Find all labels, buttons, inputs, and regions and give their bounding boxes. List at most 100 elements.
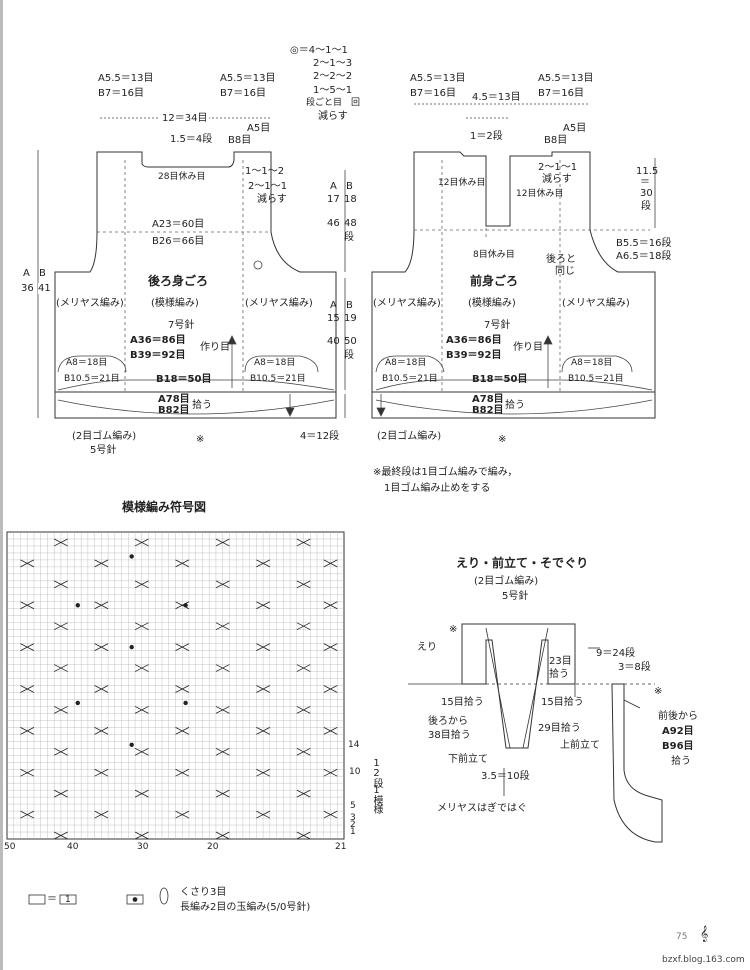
front-width-a: A36＝86目	[446, 335, 502, 346]
back-panel-right: (メリヤス編み)	[245, 298, 313, 309]
chart-x-40: 40	[67, 842, 79, 852]
collar-band-rows: 3.5＝10段	[481, 771, 530, 782]
front-rib	[371, 391, 656, 419]
front-shoulder-right-a: A5.5＝13目	[538, 73, 594, 84]
collar-pickup-15a: 15目拾う	[441, 697, 484, 708]
armhole-top-b: B	[346, 181, 353, 192]
front-neck-height-rows: 30	[640, 188, 653, 199]
page-edge	[0, 0, 3, 970]
dec-legend-6: 減らす	[318, 111, 348, 122]
back-height-b: 41	[38, 283, 51, 294]
collar-pickup-23-a: 23目	[549, 656, 572, 667]
chart-x-20: 20	[207, 842, 219, 852]
armhole-bottom-b-rows: 50	[344, 336, 357, 347]
back-mark: ※	[196, 434, 205, 445]
armhole-bottom-b: B	[346, 300, 353, 311]
front-panel-right: (メリヤス編み)	[562, 298, 630, 309]
front-note-2: 1目ゴム編み止めをする	[384, 483, 491, 494]
back-rib: (2目ゴム編み)	[72, 431, 137, 442]
back-neck-side-a: A5目	[247, 123, 271, 134]
front-same-1: 後ろと	[546, 254, 576, 265]
back-height-a-label: A	[23, 268, 30, 279]
front-neck-height-cm: 11.5	[636, 166, 659, 177]
legend-popcorn: 長編み2目の玉編み(5/0号針)	[180, 902, 311, 913]
collar-pickup-23-b: 拾う	[549, 669, 569, 680]
front-neck-dec-2: 減らす	[542, 174, 572, 185]
collar-mark-right: ※	[654, 686, 663, 697]
page-number: 75	[676, 932, 688, 942]
collar-rib: (2目ゴム編み)	[474, 576, 539, 587]
site-url: bzxf.blog.163.com	[662, 955, 745, 965]
sleeve-band	[611, 683, 663, 843]
dec-legend-5: 段ごと目 回	[306, 98, 361, 108]
chart-x-50: 50	[4, 842, 16, 852]
back-shoulder-left-b: B7＝16目	[98, 88, 144, 99]
back-neck-width: 12＝34目	[160, 113, 210, 124]
chart-repeat-rows: 12段	[371, 758, 382, 787]
armhole-top-a: A	[330, 181, 337, 192]
chart-x-30: 30	[137, 842, 149, 852]
front-needle: 7号針	[484, 320, 511, 331]
dec-legend-1: ◎＝4～1～1	[290, 45, 348, 56]
collar-label: えり	[417, 642, 437, 653]
sleeve-pickup-a: A92目	[662, 726, 694, 737]
back-panel-left: (メリヤス編み)	[56, 298, 124, 309]
chart-title: 模様編み符号図	[122, 500, 207, 514]
front-rest-right: 12目休み目	[516, 189, 564, 199]
front-armhole-rows-b: B5.5＝16段	[616, 238, 672, 249]
back-hem-left-b: B10.5＝21目	[64, 374, 120, 384]
front-note-1: ※最終段は1目ゴム編みで編み，	[373, 467, 518, 478]
dec-legend-3: 2～2～2	[313, 71, 353, 82]
legend-knit-symbol: 1	[65, 895, 71, 905]
legend-knit-eq: ＝	[47, 894, 57, 905]
chart-x-21: 21	[335, 842, 347, 852]
front-hem-center: B18＝50目	[472, 374, 528, 385]
back-neck-dec-3: 減らす	[257, 194, 287, 205]
chart-row-10: 10	[349, 767, 361, 777]
front-neck-width: 4.5＝13目	[472, 92, 521, 103]
armhole-bottom-unit: 段	[344, 350, 354, 361]
collar-upper-band: 上前立て	[560, 740, 600, 751]
back-hem-center: B18＝50目	[156, 374, 212, 385]
chart-row-5: 5	[350, 801, 356, 811]
back-neck-side-b: B8目	[228, 135, 252, 146]
back-neck-dec-1: 1～1～2	[245, 166, 285, 177]
back-rib	[54, 391, 337, 419]
front-armhole-rows-a: A6.5＝18段	[616, 251, 672, 262]
chart-row-14: 14	[348, 740, 360, 750]
back-panel-center: (模様編み)	[151, 298, 199, 309]
back-needle: 7号針	[168, 320, 195, 331]
back-width-a: A36＝86目	[130, 335, 186, 346]
front-shoulder-left-a: A5.5＝13目	[410, 73, 466, 84]
collar-needle: 5号針	[502, 591, 529, 602]
armhole-bottom-a: A	[330, 300, 337, 311]
front-neck-height-eq: ＝	[640, 177, 650, 188]
front-pickup-b: B82目	[472, 405, 504, 416]
armhole-bottom-b-cm: 19	[344, 313, 357, 324]
front-shoulder-left-b: B7＝16目	[410, 88, 456, 99]
front-mark: ※	[498, 434, 507, 445]
sleeve-pickup-2: 拾う	[671, 756, 691, 767]
back-shoulder-right-b: B7＝16目	[220, 88, 266, 99]
back-shoulder-left-a: A5.5＝13目	[98, 73, 154, 84]
back-chest-a: A23＝60目	[152, 219, 205, 230]
back-direction: 作り目	[200, 342, 230, 353]
front-direction: 作り目	[513, 342, 543, 353]
front-neck-height-unit: 段	[641, 201, 651, 212]
chart-row-3: 3	[350, 813, 356, 823]
front-panel-left: (メリヤス編み)	[373, 298, 441, 309]
front-same-2: 同じ	[555, 266, 575, 277]
dec-legend-4: 1～5～1	[313, 85, 353, 96]
chart-repeat-pattern: 1模様	[371, 785, 382, 813]
chart-row-2: 2	[350, 820, 356, 830]
sleeve-pickup-b: B96目	[662, 741, 694, 752]
front-neck-step: 1＝2段	[470, 131, 503, 142]
front-title: 前身ごろ	[470, 274, 519, 288]
front-shoulder-right-b: B7＝16目	[538, 88, 584, 99]
front-pickup-a: A78目	[472, 394, 504, 405]
front-neck-side-b: B8目	[544, 135, 568, 146]
back-height-b-label: B	[39, 268, 46, 279]
back-pickup-b: B82目	[158, 405, 190, 416]
collar-title: えり・前立て・そでぐり	[456, 556, 589, 570]
back-neck-depth: 1.5＝4段	[170, 134, 213, 145]
